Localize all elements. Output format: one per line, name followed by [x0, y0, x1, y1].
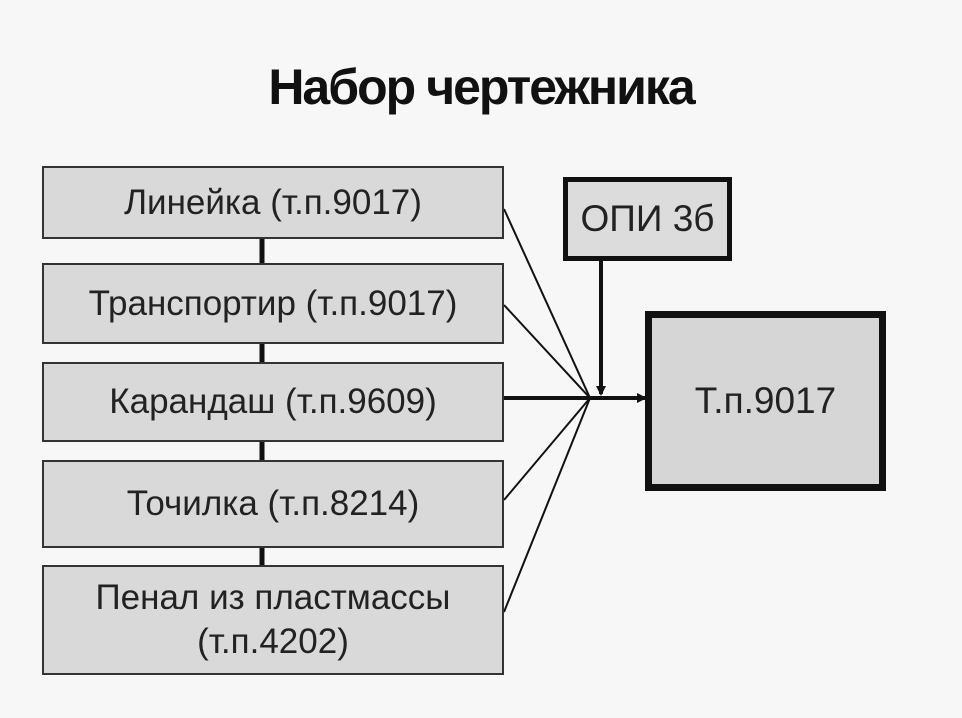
opi-label: ОПИ 3б: [580, 198, 715, 239]
component-pencil: Карандаш (т.п.9609): [42, 362, 504, 442]
component-sharpener-label: Точилка (т.п.8214): [126, 484, 420, 523]
component-sharpener: Точилка (т.п.8214): [42, 460, 504, 548]
link-sharpener: [503, 397, 591, 501]
component-protractor: Транспортир (т.п.9017): [42, 263, 504, 344]
component-ruler-label: Линейка (т.п.9017): [124, 182, 422, 222]
component-pencil-label: Карандаш (т.п.9609): [109, 382, 437, 421]
component-pencil-case: Пенал из пластмассы (т.п.4202): [42, 565, 504, 675]
component-ruler: Линейка (т.п.9017): [42, 166, 504, 239]
link-ruler: [503, 208, 591, 399]
link-protractor: [503, 304, 591, 399]
component-pencil-case-label-line1: Пенал из пластмассы: [95, 578, 451, 617]
link-pencil-case: [503, 397, 591, 613]
component-protractor-label: Транспортир (т.п.9017): [88, 283, 458, 323]
opi-box: ОПИ 3б: [563, 177, 732, 261]
component-pencil-case-label-line2: (т.п.4202): [197, 622, 349, 661]
target-box: Т.п.9017: [645, 311, 886, 491]
diagram-title: Набор чертежника: [268, 59, 695, 115]
target-label: Т.п.9017: [694, 380, 837, 421]
